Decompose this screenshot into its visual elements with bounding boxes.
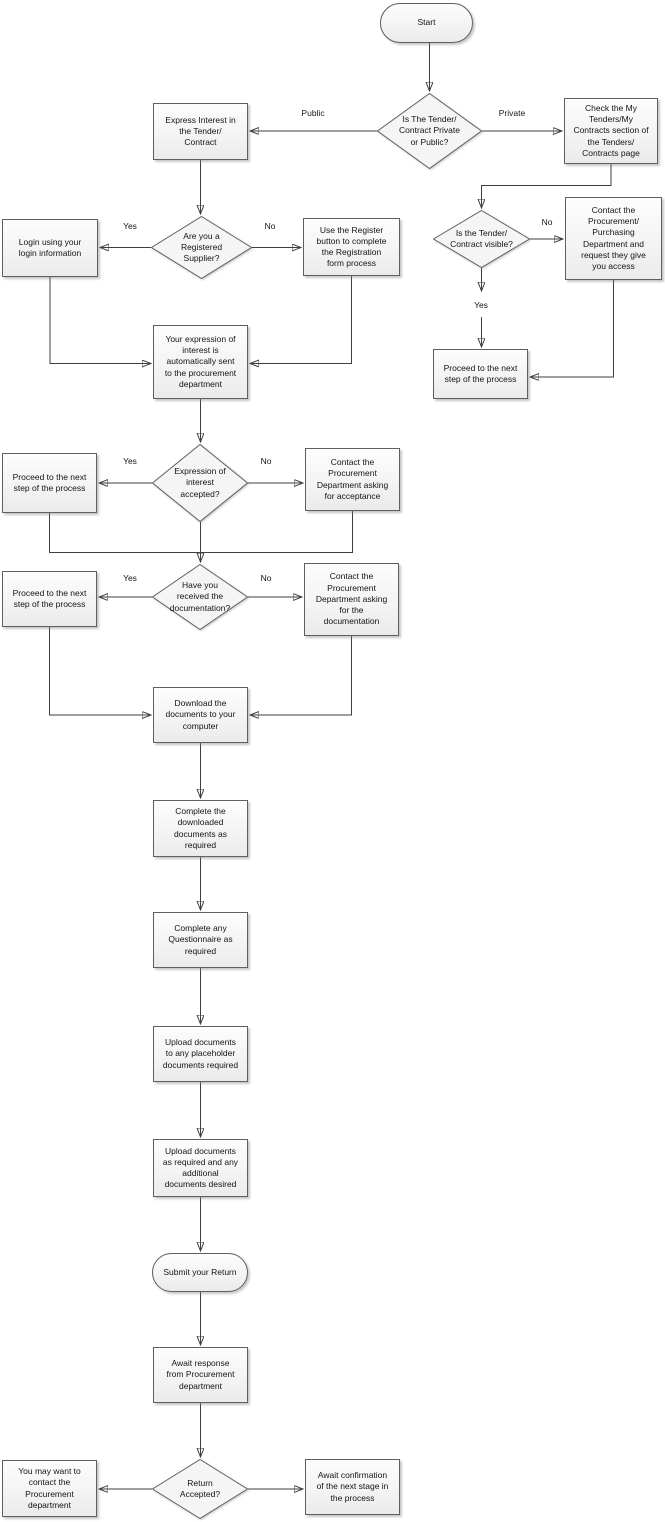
process-use-register-button-label: Use the Register button to complete the … (316, 224, 387, 269)
decision-registered-supplier-label: Are you a Registered Supplier? (180, 230, 223, 264)
process-await-response: Await response from Procurement departme… (153, 1347, 248, 1403)
process-contact-for-acceptance: Contact the Procurement Department askin… (305, 448, 400, 511)
branch-label-visible-no: No (539, 217, 555, 227)
branch-label-received-no: No (258, 573, 274, 583)
process-proceed-next-step-2: Proceed to the next step of the process (2, 571, 97, 627)
diamond-shape (152, 444, 248, 522)
process-contact-procurement-final: You may want to contact the Procurement … (2, 1460, 97, 1517)
process-download-documents: Download the documents to your computer (153, 687, 248, 743)
process-upload-additional-label: Upload documents as required and any add… (162, 1145, 239, 1190)
decision-contract-visible-label: Is the Tender/ Contract visible? (450, 227, 513, 249)
process-download-documents-label: Download the documents to your computer (165, 698, 236, 731)
terminator-submit-return: Submit your Return (152, 1253, 248, 1292)
process-complete-downloaded-label: Complete the downloaded documents as req… (174, 806, 227, 850)
process-proceed-next-step-right: Proceed to the next step of the process (433, 349, 528, 399)
process-expression-sent-label: Your expression of interest is automatic… (164, 333, 237, 389)
process-upload-additional: Upload documents as required and any add… (153, 1139, 248, 1197)
decision-expression-accepted-label: Expression of interest accepted? (174, 466, 226, 499)
terminator-submit-return-label: Submit your Return (163, 1266, 237, 1277)
process-contact-for-acceptance-label: Contact the Procurement Department askin… (316, 457, 389, 501)
process-contact-for-documentation: Contact the Procurement Department askin… (304, 563, 399, 636)
process-proceed-next-step-right-label: Proceed to the next step of the process (443, 362, 518, 384)
decision-received-documentation: Have you received the documentation? (152, 564, 248, 630)
process-await-confirmation: Await confirmation of the next stage in … (305, 1459, 400, 1515)
process-upload-placeholder: Upload documents to any placeholder docu… (153, 1026, 248, 1082)
decision-private-or-public: Is The Tender/ Contract Private or Publi… (377, 93, 482, 169)
branch-label-registered-no: No (262, 221, 278, 231)
process-check-my-tenders: Check the My Tenders/My Contracts sectio… (564, 98, 658, 164)
process-login-label: Login using your login information (18, 236, 82, 258)
process-express-interest: Express Interest in the Tender/ Contract (153, 103, 248, 160)
process-login: Login using your login information (2, 219, 98, 277)
process-proceed-next-step-1-label: Proceed to the next step of the process (12, 471, 87, 493)
diamond-shape (152, 564, 248, 630)
decision-return-accepted: Return Accepted? (152, 1459, 248, 1519)
diamond-shape (152, 1459, 248, 1519)
branch-label-registered-yes: Yes (121, 221, 139, 231)
start-label: Start (417, 17, 436, 28)
decision-registered-supplier: Are you a Registered Supplier? (151, 216, 252, 279)
diamond-shape (377, 93, 482, 169)
process-proceed-next-step-2-label: Proceed to the next step of the process (12, 587, 87, 609)
process-contact-for-access: Contact the Procurement/ Purchasing Depa… (565, 197, 662, 280)
branch-label-expression-no: No (258, 456, 274, 466)
process-expression-sent: Your expression of interest is automatic… (153, 325, 248, 399)
decision-contract-visible: Is the Tender/ Contract visible? (433, 210, 530, 268)
branch-label-private: Private (496, 108, 528, 118)
process-complete-downloaded: Complete the downloaded documents as req… (153, 800, 248, 857)
process-check-my-tenders-label: Check the My Tenders/My Contracts sectio… (573, 102, 649, 158)
process-contact-for-documentation-label: Contact the Procurement Department askin… (315, 571, 388, 627)
start-terminator: Start (380, 3, 473, 43)
process-use-register-button: Use the Register button to complete the … (303, 218, 400, 276)
process-await-response-label: Await response from Procurement departme… (166, 1358, 235, 1391)
branch-label-visible-yes: Yes (472, 300, 490, 310)
process-await-confirmation-label: Await confirmation of the next stage in … (316, 1470, 389, 1503)
diamond-shape (433, 210, 530, 268)
process-complete-questionnaire-label: Complete any Questionnaire as required (168, 923, 233, 956)
decision-return-accepted-label: Return Accepted? (179, 1477, 221, 1499)
process-complete-questionnaire: Complete any Questionnaire as required (153, 912, 248, 968)
branch-label-public: Public (299, 108, 327, 118)
diamond-shape (151, 216, 252, 279)
process-contact-procurement-final-label: You may want to contact the Procurement … (18, 1466, 81, 1510)
decision-received-documentation-label: Have you received the documentation? (169, 580, 231, 613)
branch-label-expression-yes: Yes (121, 456, 139, 466)
branch-label-received-yes: Yes (121, 573, 139, 583)
process-express-interest-label: Express Interest in the Tender/ Contract (165, 114, 236, 148)
process-upload-placeholder-label: Upload documents to any placeholder docu… (162, 1037, 239, 1070)
process-contact-for-access-label: Contact the Procurement/ Purchasing Depa… (581, 204, 646, 271)
decision-expression-accepted: Expression of interest accepted? (152, 444, 248, 522)
process-proceed-next-step-1: Proceed to the next step of the process (2, 453, 97, 513)
decision-private-or-public-label: Is The Tender/ Contract Private or Publi… (399, 114, 460, 147)
